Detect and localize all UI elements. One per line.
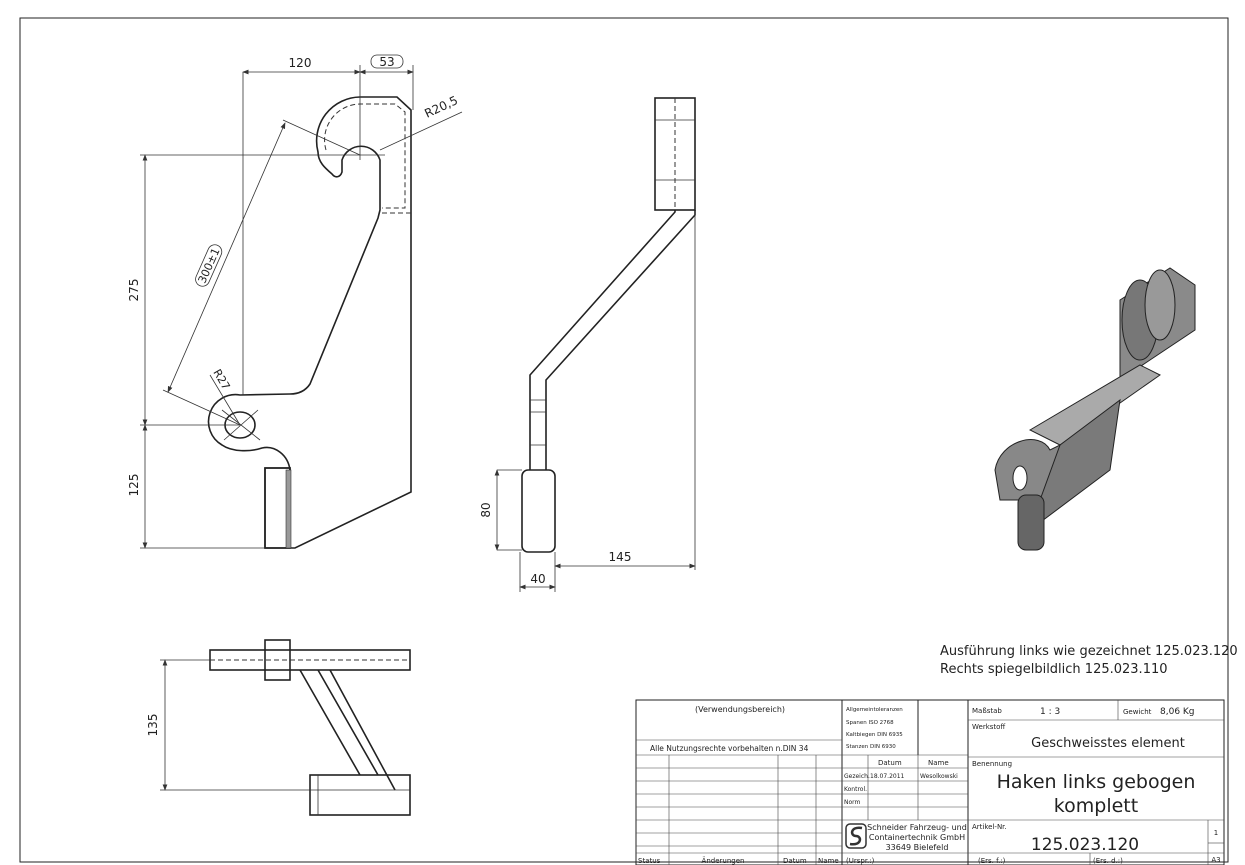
- paper-format: A3: [1211, 856, 1220, 864]
- tolerance-kaltbiegen: Kaltbiegen DIN 6935: [846, 732, 903, 738]
- tolerance-spanen: Spanen ISO 2768: [846, 720, 894, 726]
- company-name-1: Schneider Fahrzeug- und: [867, 823, 967, 832]
- front-view: 120 53 R20,5 275 125 300±1 R27: [127, 54, 463, 549]
- drawn-name: Wesolkowski: [920, 773, 958, 780]
- scale-value: 1 : 3: [1040, 707, 1060, 717]
- drawn-date: 18.07.2011: [870, 773, 905, 780]
- part-name-line2: komplett: [1054, 795, 1138, 817]
- row-checked: Kontrol.: [844, 786, 867, 793]
- material-label: Werkstoff: [972, 723, 1005, 731]
- scale-label: Maßstab: [972, 707, 1002, 715]
- title-block: (Verwendungsbereich) Alle Nutzungsrechte…: [635, 699, 1225, 865]
- tolerance-title: Allgemeintoleranzen: [846, 707, 903, 713]
- material-value: Geschweisstes element: [1031, 736, 1185, 751]
- dim-275: 275: [127, 279, 141, 302]
- dim-135: 135: [146, 714, 160, 737]
- col-name: Name: [928, 759, 949, 767]
- footer-date: Datum: [783, 857, 807, 865]
- dim-145: 145: [609, 550, 632, 564]
- rights-note: Alle Nutzungsrechte vorbehalten n.DIN 34: [650, 744, 809, 753]
- dim-40: 40: [530, 572, 545, 586]
- article-number: 125.023.120: [1031, 835, 1139, 855]
- note-left-version: Ausführung links wie gezeichnet 125.023.…: [940, 644, 1238, 659]
- isometric-view: [994, 267, 1196, 551]
- footer-original: (Urspr.:): [846, 857, 875, 865]
- article-label: Artikel-Nr.: [972, 823, 1007, 831]
- dim-r27: R27: [210, 367, 232, 392]
- footer-status: Status: [638, 857, 661, 865]
- weight-value: 8,06 Kg: [1160, 707, 1195, 717]
- dim-r20-5: R20,5: [422, 93, 460, 121]
- dim-80: 80: [479, 502, 493, 517]
- dim-120: 120: [289, 56, 312, 70]
- row-drawn: Gezeich.: [844, 773, 870, 780]
- note-right-version: Rechts spiegelbildlich 125.023.110: [940, 662, 1168, 677]
- drawing-frame: [19, 17, 1229, 863]
- weld-seam: [285, 469, 292, 549]
- sheet-number: 1: [1214, 829, 1218, 837]
- name-label: Benennung: [972, 760, 1012, 768]
- side-view: 80 40 145: [479, 97, 696, 592]
- footer-changes: Änderungen: [702, 856, 745, 865]
- dim-125: 125: [127, 474, 141, 497]
- tolerance-stanzen: Stanzen DIN 6930: [846, 744, 896, 750]
- usage-area: (Verwendungsbereich): [695, 705, 785, 714]
- company-address: 33649 Bielefeld: [886, 843, 949, 852]
- dim-53: 53: [379, 55, 394, 69]
- footer-replaced-by: (Ers. d.:): [1093, 857, 1123, 865]
- col-datum: Datum: [878, 759, 902, 767]
- dim-300: 300±1: [196, 246, 223, 285]
- top-view: 135: [146, 639, 411, 816]
- company-name-2: Containertechnik GmbH: [869, 833, 965, 842]
- row-norm: Norm: [844, 799, 861, 806]
- weight-label: Gewicht: [1123, 708, 1152, 716]
- footer-name: Name: [818, 857, 839, 865]
- part-name-line1: Haken links gebogen: [997, 771, 1196, 793]
- footer-replaces: (Ers. f.:): [978, 857, 1006, 865]
- company-logo: [845, 823, 867, 849]
